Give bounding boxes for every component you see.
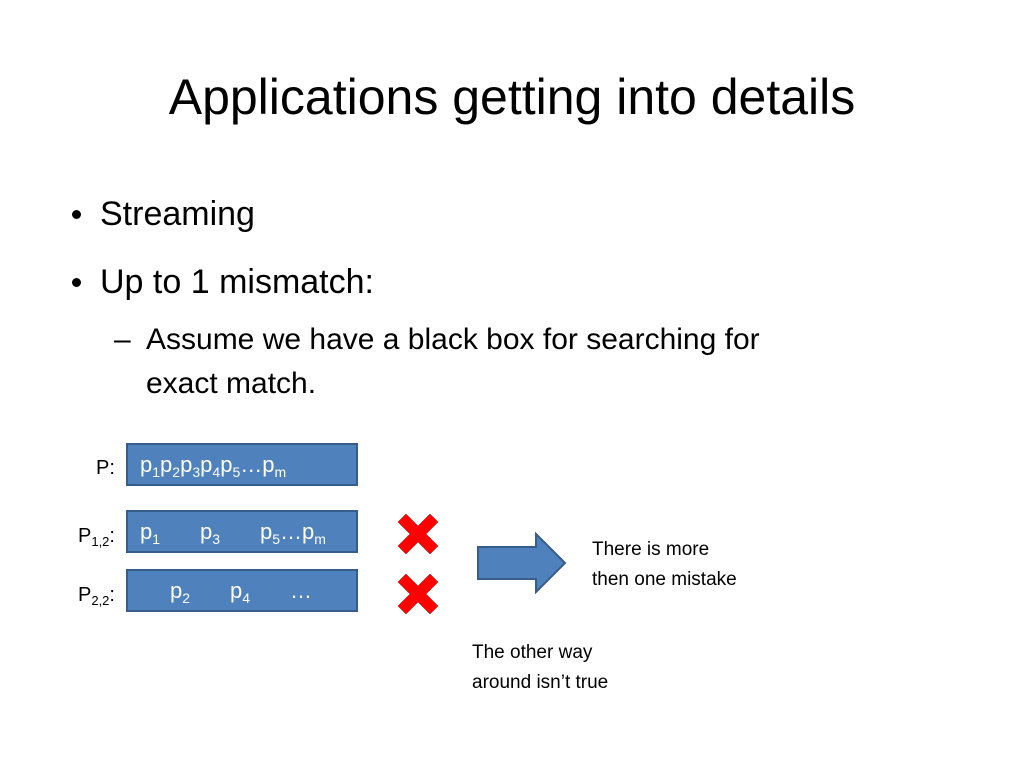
sub-bullet-line-2: exact match. [146, 367, 317, 400]
pattern-text-p: p1p2p3p4p5…pm [140, 452, 287, 480]
right-arrow-icon [477, 532, 567, 594]
cross-mark-icon [397, 513, 439, 555]
bullet-dot-icon [72, 278, 81, 287]
sub-bullet-line-1: Assume we have a black box for searching… [146, 323, 760, 356]
note-bottom-line-2: around isn’t true [472, 672, 609, 693]
bullet-streaming: Streaming [100, 195, 255, 233]
note-bottom-line-1: The other way [472, 642, 593, 663]
pattern-token-p4: p4 [230, 578, 251, 606]
sub-bullet-dash: – [114, 323, 131, 356]
pattern-token-p1: p1 [140, 519, 161, 547]
pattern-box-p: p1p2p3p4p5…pm [126, 443, 358, 486]
pattern-token-p2: p2 [170, 578, 191, 606]
pattern-box-p12: p1 p3 p5…pm [126, 510, 358, 553]
row-label-p22: P2,2: [78, 584, 115, 608]
note-right-line-1: There is more [592, 539, 710, 560]
pattern-token-p5-pm: p5…pm [260, 519, 326, 547]
cross-mark-icon [397, 573, 439, 615]
bullet-dot-icon [72, 210, 81, 219]
note-right-line-2: then one mistake [592, 569, 737, 590]
pattern-token-ellipsis: … [290, 578, 312, 603]
pattern-token-p3: p3 [200, 519, 221, 547]
row-label-p12: P1,2: [78, 525, 115, 549]
pattern-box-p22: p2 p4 … [126, 569, 358, 612]
bullet-up-to-1-mismatch: Up to 1 mismatch: [100, 263, 374, 301]
row-label-p: P: [96, 457, 115, 479]
slide-title: Applications getting into details [168, 69, 856, 125]
